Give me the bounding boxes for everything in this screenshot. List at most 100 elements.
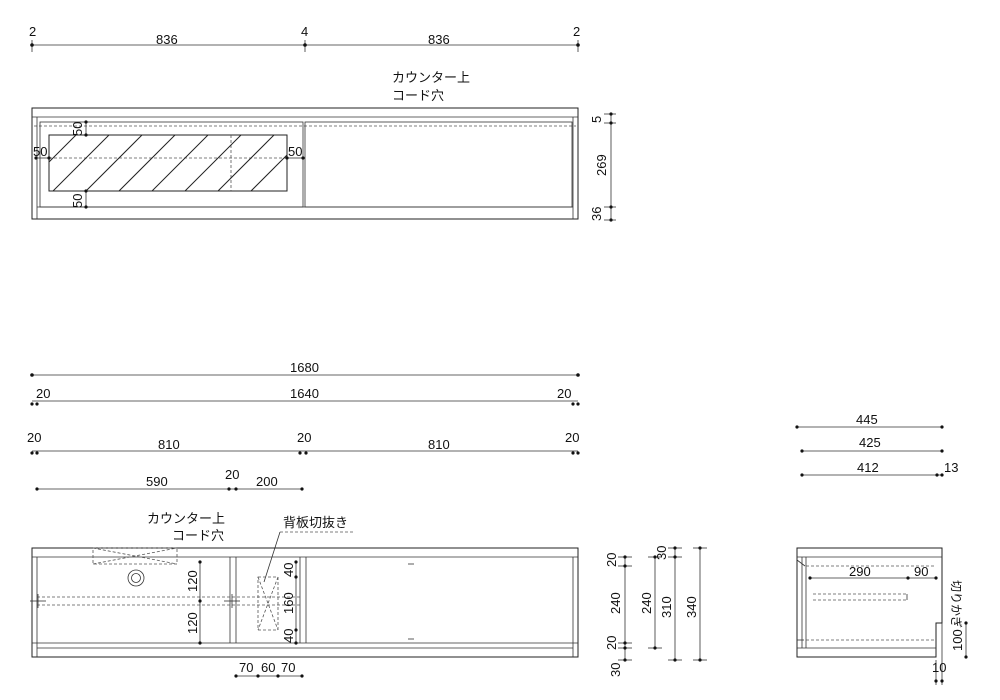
front-view: 1680 20 1640 20 20 810 20 810 20 590 20 … <box>27 360 580 678</box>
dim-dot <box>227 487 231 491</box>
dim-side-right: 20 <box>565 430 579 445</box>
height-d-340: 340 <box>684 596 699 618</box>
dim-left-half: 836 <box>156 32 178 47</box>
dim-bay-right: 810 <box>428 437 450 452</box>
dim-dot <box>34 156 38 160</box>
top-height-5: 5 <box>589 116 604 123</box>
dim-dot <box>571 451 575 455</box>
cutout-top-40: 40 <box>281 563 296 577</box>
dim-dot <box>198 641 202 645</box>
dim-dot <box>940 473 944 477</box>
dim-dot <box>623 646 627 650</box>
dim-dot <box>35 402 39 406</box>
shelf-upper-120: 120 <box>185 570 200 592</box>
dim-dot <box>234 487 238 491</box>
dim-dot <box>300 487 304 491</box>
top-view: 2 836 4 836 2 カウンター上 コード穴 5 <box>29 24 616 222</box>
dim-dot <box>673 658 677 662</box>
dim-dot <box>623 658 627 662</box>
dim-cord-offset: 590 <box>146 474 168 489</box>
dim-divider: 20 <box>297 430 311 445</box>
dim-dot <box>294 575 298 579</box>
dim-dot <box>964 621 968 625</box>
dim-dot <box>609 112 613 116</box>
dim-dot <box>576 373 580 377</box>
dim-dot <box>698 658 702 662</box>
dim-dot <box>940 425 944 429</box>
back-cutout-cross <box>257 576 279 631</box>
back-cutout <box>257 576 279 631</box>
hatch-line <box>48 134 77 163</box>
bottom-left-70: 70 <box>239 660 253 675</box>
dim-dot <box>800 449 804 453</box>
front-cord-hole-label-2: コード穴 <box>172 528 224 543</box>
dim-dot <box>673 555 677 559</box>
hatch-line <box>217 134 275 192</box>
dim-right-end: 2 <box>573 24 580 39</box>
dim-dot <box>940 449 944 453</box>
dim-dot <box>576 451 580 455</box>
dim-dot <box>653 646 657 650</box>
top-cord-hole-label-2: コード穴 <box>392 88 444 103</box>
dim-dot <box>198 560 202 564</box>
dim-dot <box>800 473 804 477</box>
depth-425: 425 <box>859 435 881 450</box>
dim-dot <box>301 156 305 160</box>
height-bot-30: 30 <box>608 663 623 677</box>
side-notch-detail <box>796 559 806 567</box>
top-height-36: 36 <box>589 207 604 221</box>
cord-grommet <box>127 569 145 587</box>
dim-side-left: 20 <box>27 430 41 445</box>
dim-dot <box>623 555 627 559</box>
cord-hole-box <box>92 547 178 565</box>
bottom-right-70: 70 <box>281 660 295 675</box>
dim-dot <box>940 679 944 683</box>
back-cutout-label: 背板切抜き <box>283 515 348 530</box>
dim-dot <box>294 628 298 632</box>
dim-dot <box>673 546 677 550</box>
depth-total: 445 <box>856 412 878 427</box>
dim-dot <box>571 402 575 406</box>
notch-height-100: 100 <box>950 629 965 651</box>
dim-dot <box>30 451 34 455</box>
dim-dot <box>298 451 302 455</box>
dim-dot <box>906 576 910 580</box>
glass-margin-right: 50 <box>288 144 302 159</box>
dim-dot <box>84 205 88 209</box>
notch-label: 切りかぎ <box>949 580 963 628</box>
dim-dot <box>198 599 202 603</box>
dim-dot <box>84 120 88 124</box>
dim-right-half: 836 <box>428 32 450 47</box>
hatch-line <box>250 154 288 192</box>
dim-dot <box>30 373 34 377</box>
dim-inner-right: 20 <box>557 386 571 401</box>
dim-dot <box>304 451 308 455</box>
dim-dot <box>623 564 627 568</box>
dim-dot <box>35 451 39 455</box>
dim-dot <box>285 156 289 160</box>
front-cord-hole-label-1: カウンター上 <box>147 511 225 526</box>
hatch-line <box>184 134 242 192</box>
cord-grommet-inner <box>131 573 141 583</box>
height-b-240: 240 <box>639 592 654 614</box>
dim-dot <box>84 189 88 193</box>
cutout-height-160: 160 <box>281 592 296 614</box>
height-dimensions: 20 240 20 30 240 30 310 340 <box>604 546 707 677</box>
dim-dot <box>84 133 88 137</box>
dim-dot <box>30 402 34 406</box>
left-door <box>39 121 304 208</box>
top-view-outline <box>31 107 579 220</box>
dim-dot <box>303 43 307 47</box>
side-view-outline <box>796 547 943 658</box>
dim-dot <box>808 576 812 580</box>
notch-depth-10: 10 <box>932 660 946 675</box>
dim-dot <box>47 156 51 160</box>
cutout-bottom-40: 40 <box>281 629 296 643</box>
top-height-269: 269 <box>594 154 609 176</box>
dim-bay-left: 810 <box>158 437 180 452</box>
glass-panel <box>48 134 288 192</box>
glass-margin-left: 50 <box>33 144 47 159</box>
dim-dot <box>276 674 280 678</box>
height-mid-240: 240 <box>608 592 623 614</box>
